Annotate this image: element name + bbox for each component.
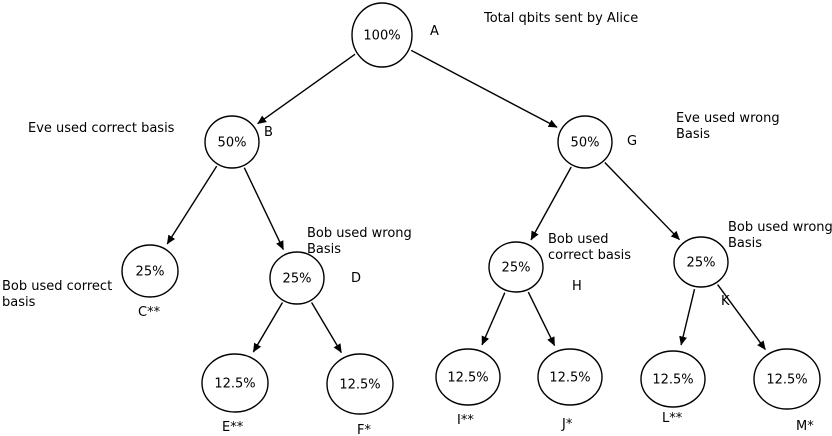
- node-letter-M: M*: [796, 419, 814, 434]
- node-letter-J: J*: [561, 417, 573, 432]
- node-K: 25% K: [673, 236, 730, 309]
- node-L: 12.5% L**: [640, 350, 706, 426]
- edge-G-K: [604, 162, 681, 241]
- node-E: 12.5% E**: [201, 353, 269, 435]
- node-circle-K: [673, 236, 729, 288]
- node-letter-C: C**: [138, 305, 161, 320]
- node-circle-I: [435, 348, 501, 406]
- node-circle-E: [201, 353, 269, 413]
- node-circle-J: [537, 348, 603, 406]
- node-circle-M: [753, 348, 821, 410]
- edge-K-L: [679, 289, 696, 346]
- node-value-A: 100%: [363, 29, 400, 44]
- edge-B-D: [243, 167, 285, 251]
- node-value-M: 12.5%: [766, 373, 807, 388]
- node-C: 25% C**: [121, 244, 179, 320]
- node-value-G: 50%: [571, 136, 600, 151]
- node-value-H: 25%: [502, 261, 531, 276]
- node-H: 25% H: [488, 241, 582, 294]
- node-circle-D: [269, 251, 325, 305]
- annotation-eve-correct-basis: Eve used correct basis: [28, 121, 175, 136]
- node-A: 100% A: [351, 2, 439, 68]
- node-circle-A: [351, 2, 413, 68]
- node-letter-H: H: [572, 279, 582, 294]
- node-I: 12.5% I**: [435, 348, 501, 428]
- node-circle-C: [121, 244, 179, 298]
- node-letter-F: F*: [357, 423, 371, 436]
- node-B: 50% B: [204, 115, 273, 169]
- node-letter-A: A: [430, 24, 439, 39]
- edge-H-J: [527, 291, 556, 347]
- node-value-B: 50%: [218, 136, 247, 151]
- node-circle-G: [557, 115, 613, 169]
- edge-B-C: [166, 165, 218, 245]
- edge-A-B: [257, 53, 356, 125]
- node-letter-L: L**: [662, 411, 683, 426]
- node-letter-E: E**: [222, 420, 244, 435]
- node-D: 25% D: [269, 251, 361, 305]
- node-letter-D: D: [351, 271, 361, 286]
- node-circle-L: [640, 350, 706, 408]
- node-value-C: 25%: [136, 265, 165, 280]
- node-circle-F: [326, 353, 394, 415]
- node-G: 50% G: [557, 115, 637, 169]
- node-letter-I: I**: [457, 413, 474, 428]
- node-letter-G: G: [627, 134, 637, 149]
- node-value-L: 12.5%: [652, 373, 693, 388]
- node-circle-B: [204, 115, 260, 169]
- node-value-E: 12.5%: [214, 377, 255, 392]
- node-F: 12.5% F*: [326, 353, 394, 436]
- annotation-title: Total qbits sent by Alice: [483, 11, 638, 26]
- node-M: 12.5% M*: [753, 348, 821, 434]
- edge-H-I: [481, 292, 506, 346]
- node-value-K: 25%: [687, 256, 716, 271]
- edge-G-H: [530, 166, 572, 241]
- edge-A-G: [410, 49, 558, 128]
- node-circle-H: [488, 241, 544, 293]
- edge-D-E: [252, 302, 284, 353]
- node-value-D: 25%: [283, 272, 312, 287]
- node-letter-K: K: [721, 294, 730, 309]
- node-letter-B: B: [264, 125, 273, 140]
- node-value-I: 12.5%: [447, 371, 488, 386]
- node-value-F: 12.5%: [339, 378, 380, 393]
- node-value-J: 12.5%: [549, 371, 590, 386]
- edge-K-M: [717, 284, 766, 351]
- edge-D-F: [310, 302, 343, 354]
- node-J: 12.5% J*: [537, 348, 603, 432]
